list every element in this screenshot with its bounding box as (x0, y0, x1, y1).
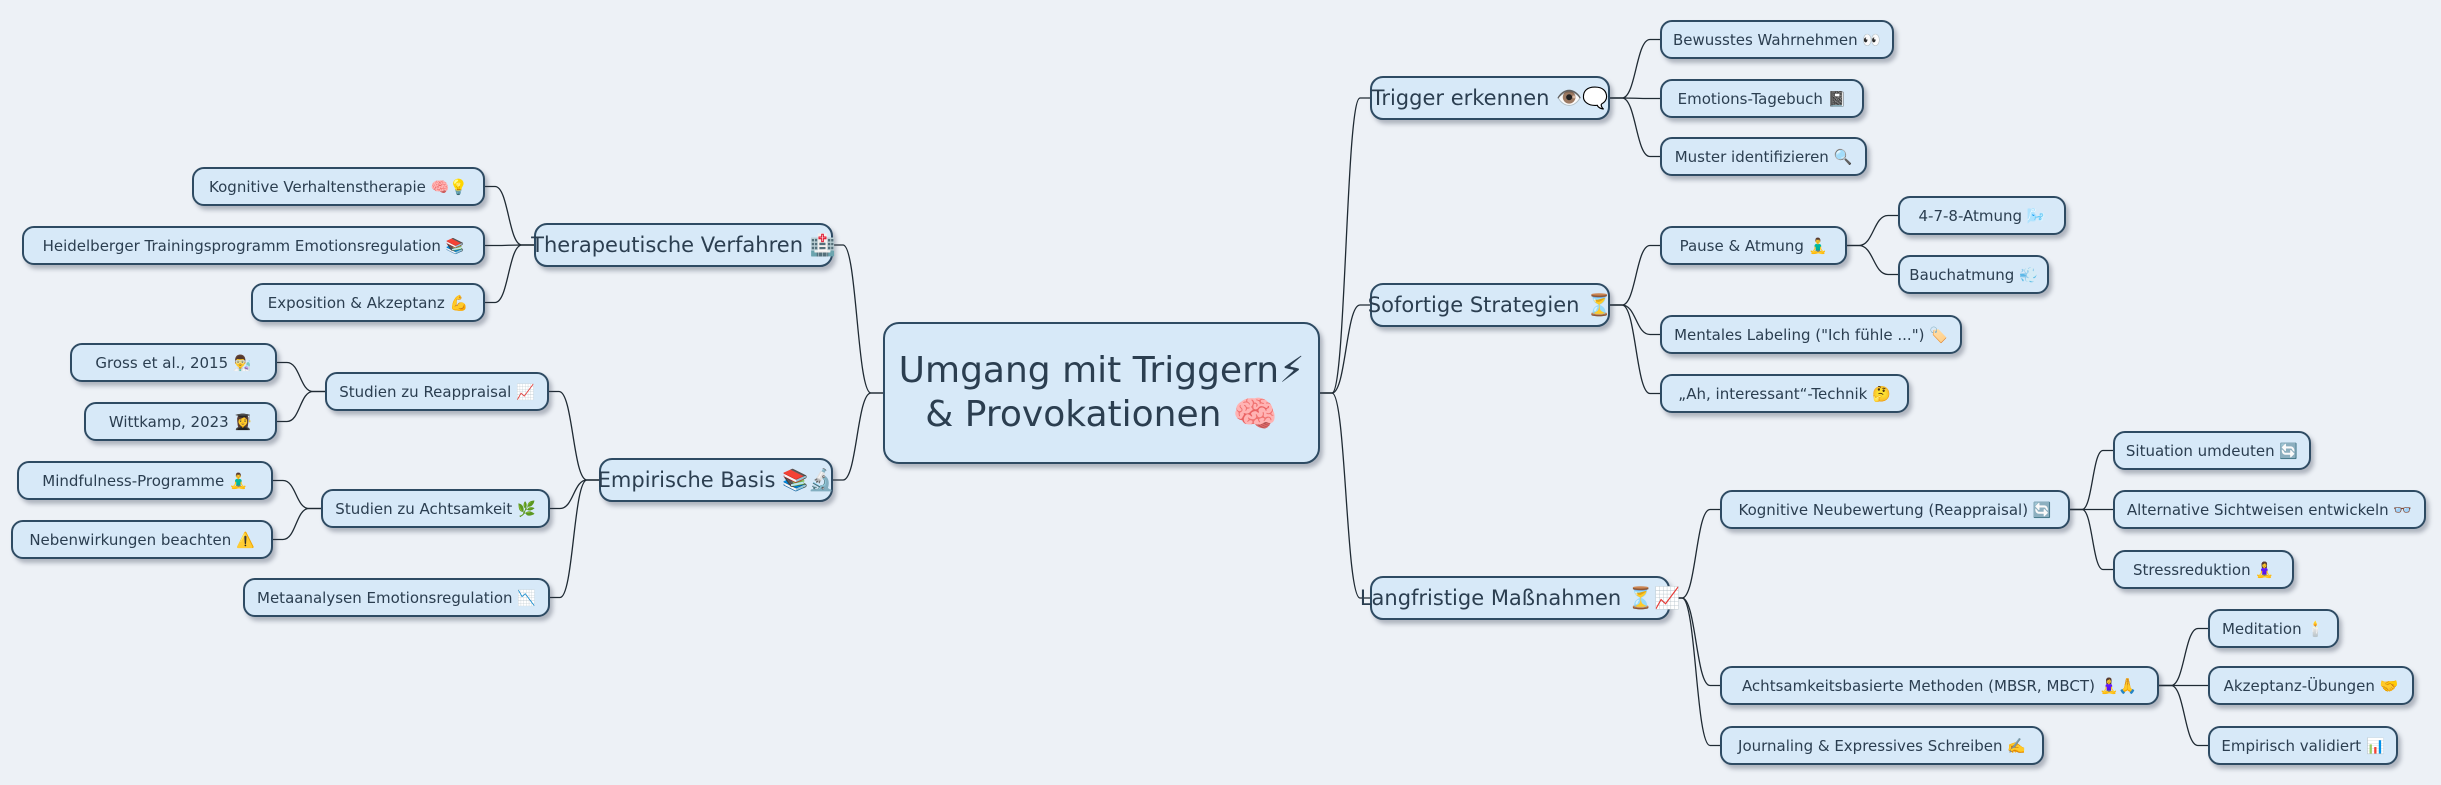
topic-sofortige-strategien[interactable]: Sofortige Strategien ⏳ (1368, 283, 1612, 327)
subtopic-empirisch-validiert[interactable]: Empirisch validiert 📊 (2208, 726, 2398, 765)
connector-pause (1610, 244, 1660, 306)
subtopic-mindfulness-programme[interactable]: Mindfulness-Programme 🧘‍♂️ (17, 461, 273, 500)
subtopic-journaling[interactable]: Journaling & Expressives Schreiben ✍️ (1720, 726, 2044, 765)
subtopic-achtsamkeitsbasierte-methoden[interactable]: Achtsamkeitsbasierte Methoden (MBSR, MBC… (1720, 666, 2159, 705)
connector-p0 (1847, 214, 1898, 247)
connector-s1 (1610, 304, 1660, 395)
subtopic-mentales-labeling[interactable]: Mentales Labeling ("Ich fühle ...") 🏷️ (1660, 315, 1962, 354)
connector-th0 (485, 185, 534, 246)
subtopic-heidelberger-trainingsprogramm[interactable]: Heidelberger Trainingsprogramm Emotionsr… (22, 226, 485, 265)
connector-sof (1320, 304, 1370, 394)
connector-m1 (273, 507, 321, 541)
subtopic-478-atmung[interactable]: 4-7-8-Atmung 🌬️ (1898, 196, 2066, 235)
subtopic-emotions-tagebuch[interactable]: Emotions-Tagebuch 📓 (1660, 79, 1864, 118)
subtopic-gross-2015[interactable]: Gross et al., 2015 👨‍🔬 (70, 343, 277, 382)
subtopic-meditation[interactable]: Meditation 🕯️ (2208, 609, 2339, 648)
connector-k2 (2070, 508, 2113, 571)
connector-t2 (1610, 97, 1660, 158)
connector-k0 (2070, 449, 2113, 511)
connector-t0 (1610, 38, 1660, 99)
connector-m0 (273, 479, 321, 510)
central-topic[interactable]: Umgang mit Triggern⚡ & Provokationen 🧠 (883, 322, 1320, 464)
topic-empirische-basis[interactable]: Empirische Basis 📚🔬 (598, 458, 834, 502)
connector-jour (1670, 597, 1720, 747)
subtopic-studien-achtsamkeit[interactable]: Studien zu Achtsamkeit 🌿 (321, 489, 550, 528)
subtopic-alternative-sichtweisen[interactable]: Alternative Sichtweisen entwickeln 👓 (2113, 490, 2426, 529)
subtopic-stressreduktion[interactable]: Stressreduktion 🧘‍♀️ (2113, 550, 2294, 589)
connector-lang (1320, 392, 1370, 599)
subtopic-situation-umdeuten[interactable]: Situation umdeuten 🔄 (2113, 431, 2311, 470)
topic-trigger-erkennen[interactable]: Trigger erkennen 👁️🗨️ (1370, 76, 1610, 120)
subtopic-nebenwirkungen-beachten[interactable]: Nebenwirkungen beachten ⚠️ (11, 520, 273, 559)
connector-ach (1670, 597, 1720, 687)
connector-ther (833, 244, 883, 394)
subtopic-bewusstes-wahrnehmen[interactable]: Bewusstes Wahrnehmen 👀 (1660, 20, 1894, 59)
topic-langfristige-massnahmen[interactable]: Langfristige Maßnahmen ⏳📈 (1360, 576, 1680, 620)
connector-a0 (2159, 627, 2208, 687)
connector-p1 (1847, 244, 1898, 276)
subtopic-exposition-akzeptanz[interactable]: Exposition & Akzeptanz 💪 (251, 283, 485, 322)
topic-therapeutische-verfahren[interactable]: Therapeutische Verfahren 🏥 (531, 223, 836, 267)
subtopic-bauchatmung[interactable]: Bauchatmung 💨 (1898, 255, 2049, 294)
subtopic-studien-reappraisal[interactable]: Studien zu Reappraisal 📈 (325, 372, 549, 411)
subtopic-ah-interessant-technik[interactable]: „Ah, interessant“-Technik 🤔 (1660, 374, 1909, 413)
connector-a2 (2159, 684, 2208, 747)
connector-kog (1670, 508, 1720, 599)
connector-emp (833, 392, 883, 481)
connector-meta (550, 479, 599, 599)
subtopic-kognitive-verhaltenstherapie[interactable]: Kognitive Verhaltenstherapie 🧠💡 (192, 167, 485, 206)
subtopic-pause-atmung[interactable]: Pause & Atmung 🧘‍♂️ (1660, 226, 1847, 265)
connector-th2 (485, 244, 534, 304)
subtopic-metaanalysen[interactable]: Metaanalysen Emotionsregulation 📉 (243, 578, 550, 617)
connector-trig (1320, 97, 1370, 394)
connector-r1 (277, 390, 325, 423)
subtopic-kognitive-neubewertung[interactable]: Kognitive Neubewertung (Reappraisal) 🔄 (1720, 490, 2070, 529)
subtopic-akzeptanz-uebungen[interactable]: Akzeptanz-Übungen 🤝 (2208, 666, 2414, 705)
connector-rea (549, 390, 599, 481)
central-topic-line1: Umgang mit Triggern⚡ (898, 350, 1305, 391)
subtopic-muster-identifizieren[interactable]: Muster identifizieren 🔍 (1660, 137, 1867, 176)
subtopic-wittkamp-2023[interactable]: Wittkamp, 2023 👩‍🎓 (84, 402, 277, 441)
connector-s0 (1610, 304, 1660, 336)
connector-acht (550, 479, 599, 510)
connector-r0 (277, 361, 325, 393)
central-topic-line2: & Provokationen 🧠 (925, 394, 1278, 435)
